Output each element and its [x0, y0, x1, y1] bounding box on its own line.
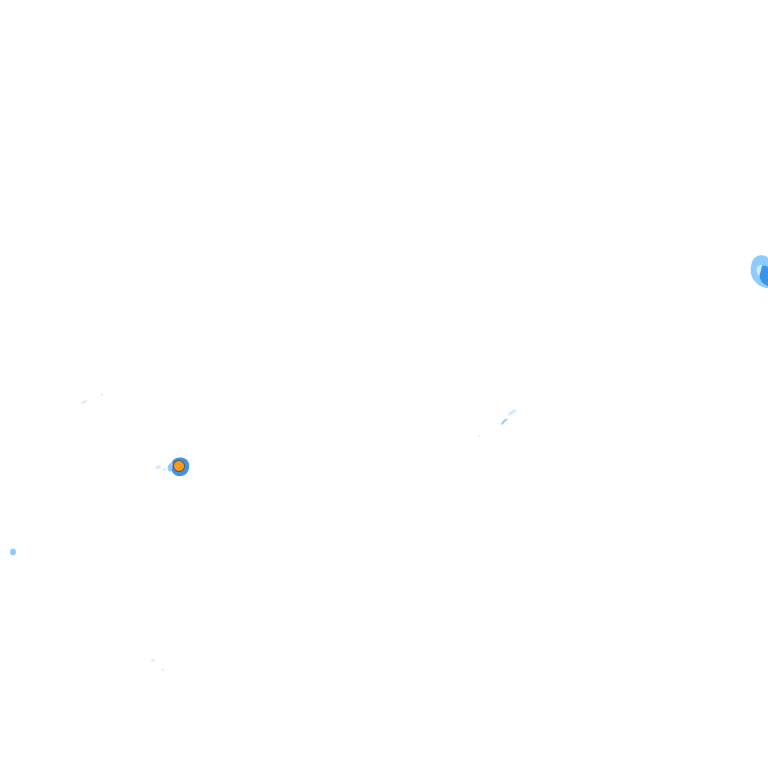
- echo-light-inner-east: [756, 264, 762, 276]
- echo-speck-2: [81, 400, 87, 404]
- echo-speck-1: [10, 548, 16, 556]
- echo-speck-6: [150, 659, 155, 662]
- echo-speck-4: [501, 418, 508, 425]
- echo-speck-5: [508, 409, 517, 416]
- echo-speck-7: [161, 668, 164, 671]
- echo-heavy-core-west: [173, 460, 185, 472]
- echo-moderate-east: [759, 265, 768, 286]
- echo-light-fringe-west: [167, 462, 173, 472]
- echo-cluster-east: [750, 255, 768, 288]
- echo-trace-west-a: [155, 465, 161, 469]
- echo-trace-west-b: [162, 468, 166, 471]
- echo-specks: [10, 393, 517, 671]
- echo-speck-8: [478, 435, 480, 437]
- echo-cell-west: [155, 457, 190, 477]
- echo-speck-3: [100, 393, 103, 396]
